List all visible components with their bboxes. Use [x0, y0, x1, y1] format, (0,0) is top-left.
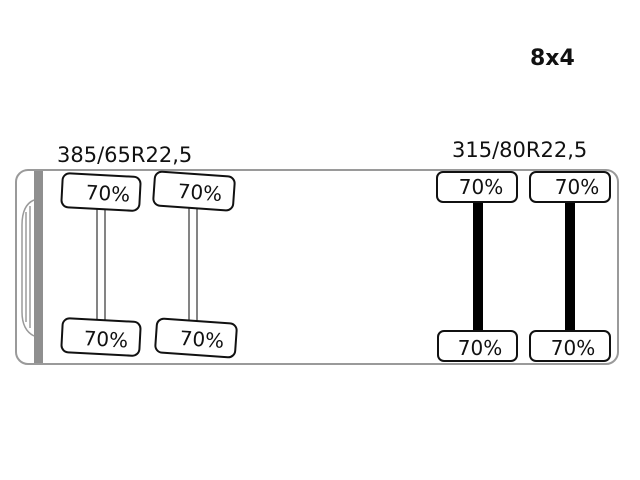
- tire-load-label: 70%: [85, 180, 131, 206]
- chassis-frame: [15, 169, 619, 365]
- front-axle-1-top-tire: 70%: [60, 172, 142, 212]
- rear-axle-2-top-tire: 70%: [529, 171, 611, 203]
- rear-axle-2-bottom-tire: 70%: [529, 330, 611, 362]
- rear-axle-2-beam: [565, 200, 575, 332]
- tire-load-label: 70%: [458, 336, 502, 360]
- tire-outline: [60, 172, 142, 212]
- tire-load-label: 70%: [555, 175, 599, 199]
- cab-strip: [34, 171, 43, 363]
- front-axle-2: 70% 70%: [152, 170, 238, 359]
- front-axle-2-top-tire: 70%: [152, 170, 236, 212]
- cab-bumper: [21, 199, 35, 337]
- tire-outline: [437, 330, 518, 362]
- tire-load-label: 70%: [83, 326, 129, 352]
- rear-axle-1-top-tire: 70%: [436, 171, 518, 203]
- tire-outline: [154, 317, 238, 359]
- tire-load-label: 70%: [179, 326, 225, 353]
- front-axle-1-beam: [96, 206, 106, 326]
- front-axle-2-bottom-tire: 70%: [154, 317, 238, 359]
- rear-axle-1-bottom-tire: 70%: [437, 330, 518, 362]
- tire-load-label: 70%: [551, 336, 595, 360]
- front-tire-size-label: 385/65R22,5: [57, 143, 192, 167]
- tire-outline: [436, 171, 518, 203]
- cab: [21, 171, 43, 363]
- tire-load-label: 70%: [459, 175, 503, 199]
- rear-axle-1-beam: [473, 200, 483, 332]
- front-axle-1-bottom-tire: 70%: [60, 317, 142, 357]
- axle-configuration-label: 8x4: [530, 46, 575, 71]
- tire-outline: [529, 330, 611, 362]
- tire-outline: [152, 170, 236, 212]
- rear-axle-2: 70% 70%: [529, 171, 611, 362]
- tire-outline: [529, 171, 611, 203]
- rear-axle-1: 70% 70%: [436, 171, 518, 362]
- tire-outline: [60, 317, 142, 357]
- tire-load-label: 70%: [177, 179, 223, 206]
- front-axle-2-beam: [188, 206, 198, 326]
- front-axle-1: 70% 70%: [60, 172, 142, 357]
- rear-tire-size-label: 315/80R22,5: [452, 138, 587, 162]
